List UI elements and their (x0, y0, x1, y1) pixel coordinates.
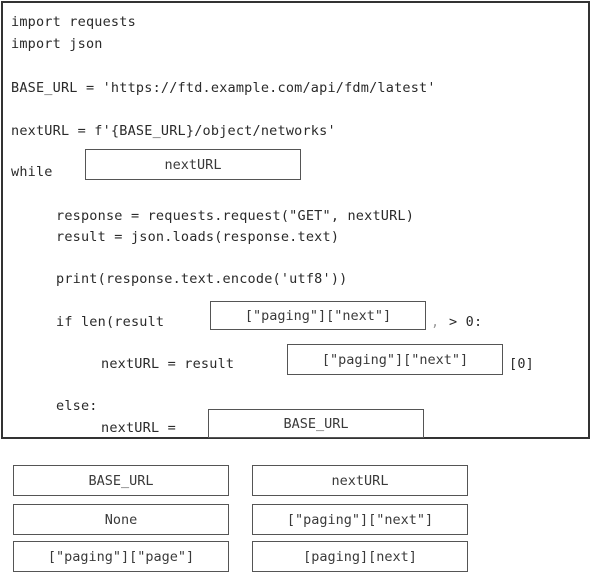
code-line-response: response = requests.request("GET", nextU… (56, 208, 415, 224)
code-line-if-prefix: if len(result (56, 314, 165, 330)
else-value-drop-slot[interactable]: BASE_URL (208, 409, 424, 438)
if-len-drop-slot[interactable]: ["paging"]["next"] (210, 301, 426, 330)
code-line-base-url: BASE_URL = 'https://ftd.example.com/api/… (11, 80, 436, 96)
option-paging-page[interactable]: ["paging"]["page"] (13, 541, 229, 572)
code-line-if-suffix: > 0: (449, 314, 483, 330)
code-line-import-json: import json (11, 36, 103, 52)
option-base-url[interactable]: BASE_URL (13, 465, 229, 496)
option-next-url[interactable]: nextURL (252, 465, 468, 496)
code-line-import-requests: import requests (11, 14, 136, 30)
code-line-result: result = json.loads(response.text) (56, 229, 340, 245)
code-line-while: while (11, 164, 53, 180)
code-line-assign-suffix: [0] (509, 356, 534, 372)
code-line-next-url: nextURL = f'{BASE_URL}/object/networks' (11, 123, 336, 139)
while-condition-drop-slot[interactable]: nextURL (85, 149, 301, 180)
option-paging-next-unquoted[interactable]: [paging][next] (252, 541, 468, 572)
code-line-print: print(response.text.encode('utf8')) (56, 271, 348, 287)
option-none[interactable]: None (13, 504, 229, 535)
code-line-assign-prefix: nextURL = result (101, 356, 235, 372)
code-panel: import requests import json BASE_URL = '… (1, 1, 590, 439)
result-index-drop-slot[interactable]: ["paging"]["next"] (287, 344, 503, 375)
code-line-if-separator: , (431, 314, 440, 330)
code-line-else: else: (56, 398, 98, 414)
option-paging-next[interactable]: ["paging"]["next"] (252, 504, 468, 535)
code-line-else-assign: nextURL = (101, 420, 176, 436)
